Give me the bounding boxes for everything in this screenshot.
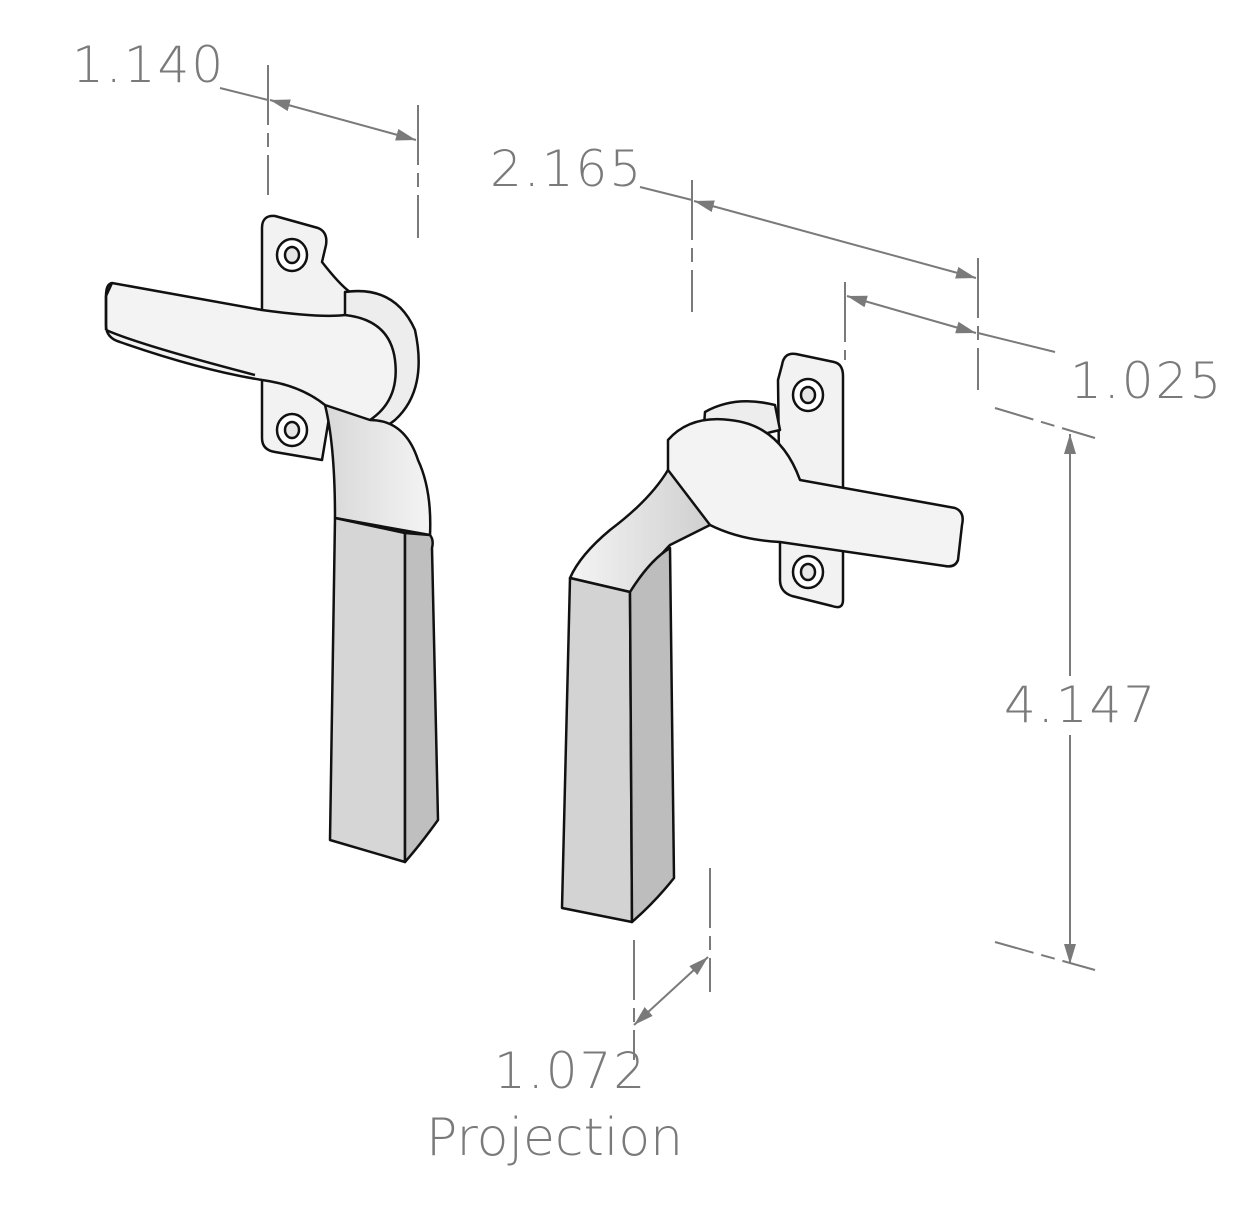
dim-label-width-top-left: 1.140 <box>72 36 226 94</box>
dim-1140-arrow-line <box>269 99 417 141</box>
dim-label-span-top: 2.165 <box>490 140 644 198</box>
right-shank-front <box>560 576 634 924</box>
dim-label-projection-caption: Projection <box>426 1108 684 1168</box>
right-screw-hole-top <box>791 377 825 413</box>
left-screw-hole-bottom <box>275 412 309 448</box>
right-handle <box>560 352 964 924</box>
dim-1072-arrow-line <box>633 956 709 1026</box>
dim-height <box>994 407 1096 971</box>
dim-width-top-left <box>219 65 419 238</box>
dim-width-top-right <box>844 282 1056 360</box>
left-shank-front <box>328 516 407 864</box>
right-screw-hole-bottom <box>791 554 825 590</box>
left-neck <box>323 403 432 537</box>
dim-label-width-top-right: 1.025 <box>1070 352 1224 410</box>
left-handle <box>104 214 440 864</box>
dim-span-top <box>639 180 979 390</box>
right-shank-side <box>628 546 676 924</box>
left-shank-side <box>403 531 440 864</box>
dim-1025-arrow-line <box>846 295 977 334</box>
dim-label-projection-value: 1.072 <box>494 1042 648 1100</box>
dim-projection <box>633 868 711 1060</box>
left-screw-hole-top <box>275 237 309 273</box>
dim-2165-arrow-line <box>693 200 977 279</box>
dim-label-height: 4.147 <box>1002 676 1160 734</box>
dimension-lines <box>219 65 1096 1060</box>
